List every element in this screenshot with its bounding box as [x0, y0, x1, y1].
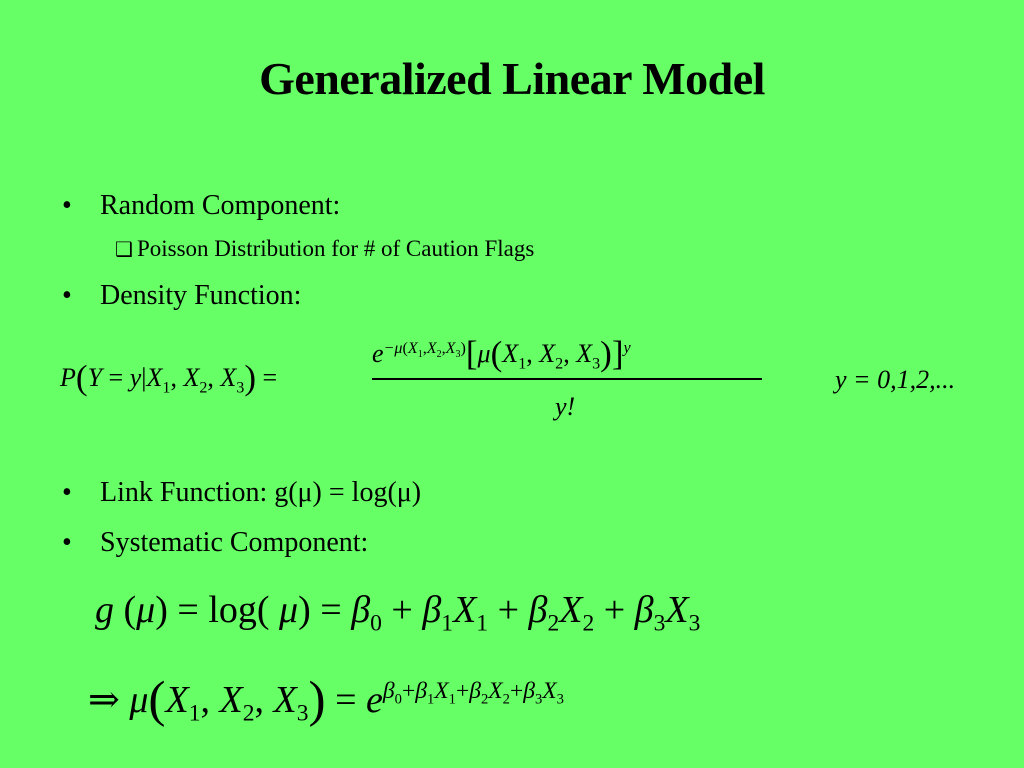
bullet-text: Random Component:: [100, 190, 341, 221]
systematic-equation: g (μ) = log( μ) = β0 + β1X1 + β2X2 + β3X…: [95, 589, 701, 637]
mean-equation: ⇒ μ(X1, X2, X3) = eβ0+β1X1+β2X2+β3X3: [88, 671, 564, 728]
checkbox-bullet-icon: ❑: [115, 237, 133, 261]
bullet-text: Link Function: g(μ) = log(μ): [100, 477, 422, 508]
sub-bullet-text: Poisson Distribution for # of Caution Fl…: [136, 236, 535, 261]
density-numerator: e−μ(X1,X2,X3)[μ(X1, X2, X3)]y: [372, 334, 631, 373]
bullet-random-component: • Random Component:: [62, 190, 340, 222]
bullet-marker: •: [62, 280, 72, 311]
bullet-marker: •: [62, 190, 72, 221]
sub-bullet-poisson: ❑Poisson Distribution for # of Caution F…: [115, 236, 534, 262]
density-lhs: P(Y = y|X1, X2, X3) =: [60, 358, 278, 397]
density-denominator: y!: [555, 392, 576, 421]
bullet-density-function: • Density Function:: [62, 280, 301, 312]
bullet-systematic-component: • Systematic Component:: [62, 527, 368, 559]
bullet-text: Systematic Component:: [100, 527, 369, 558]
fraction-line: [372, 378, 762, 380]
bullet-link-function: • Link Function: g(μ) = log(μ): [62, 477, 421, 509]
slide-title: Generalized Linear Model: [259, 53, 765, 104]
bullet-marker: •: [62, 477, 72, 508]
bullet-text: Density Function:: [100, 280, 302, 311]
bullet-marker: •: [62, 527, 72, 558]
density-domain: y = 0,1,2,...: [835, 365, 956, 394]
